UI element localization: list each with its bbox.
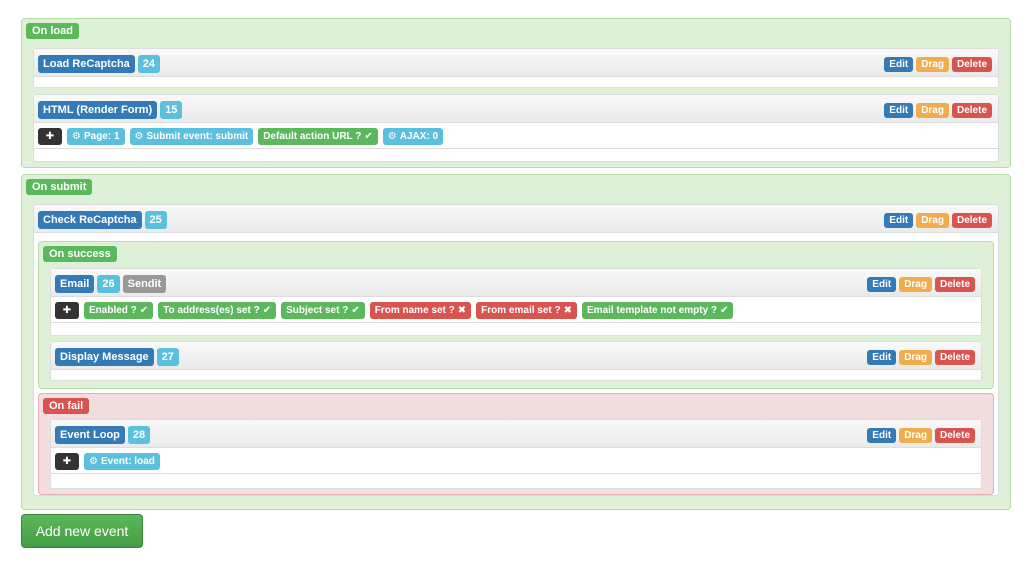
puzzle-piece-icon[interactable]: ✚ xyxy=(55,453,79,470)
puzzle-piece-icon[interactable]: ✚ xyxy=(38,128,62,145)
action-title[interactable]: Event Loop xyxy=(55,426,125,444)
tag-event: ⚙Event: load xyxy=(84,453,160,470)
edit-button[interactable]: Edit xyxy=(867,428,897,443)
action-load-recaptcha: Load ReCaptcha 24 Edit Drag Delete xyxy=(33,48,999,88)
action-check-recaptcha: Check ReCaptcha 25 Edit Drag Delete On s… xyxy=(33,204,999,496)
edit-button[interactable]: Edit xyxy=(884,57,914,72)
action-id-badge: 28 xyxy=(127,426,151,444)
check-icon: ✔ xyxy=(351,304,360,316)
action-html-render-form: HTML (Render Form) 15 Edit Drag Delete ✚… xyxy=(33,94,999,162)
tag-ajax: ⚙AJAX: 0 xyxy=(382,128,444,145)
action-event-loop: Event Loop 28 Edit Drag Delete ✚ ⚙Event:… xyxy=(50,419,982,489)
action-header: Load ReCaptcha 24 Edit Drag Delete xyxy=(34,49,998,77)
delete-button[interactable]: Delete xyxy=(934,428,975,443)
action-id-badge: 15 xyxy=(160,101,183,119)
action-id-badge: 27 xyxy=(156,348,179,366)
tag-submit-event: ⚙Submit event: submit xyxy=(129,128,254,145)
edit-button[interactable]: Edit xyxy=(884,213,914,228)
event-label-on-success: On success xyxy=(43,246,117,262)
action-title[interactable]: HTML (Render Form) xyxy=(38,101,158,119)
action-id-badge: 24 xyxy=(137,55,161,73)
action-title[interactable]: Load ReCaptcha xyxy=(38,55,135,73)
gear-icon: ⚙ xyxy=(134,130,144,142)
edit-button[interactable]: Edit xyxy=(867,277,897,292)
tag-enabled: Enabled ?✔ xyxy=(84,302,154,319)
drag-button[interactable]: Drag xyxy=(916,213,949,228)
puzzle-piece-icon[interactable]: ✚ xyxy=(55,302,79,319)
event-on-success: On success Email 26 Sendit Edit Drag Del… xyxy=(38,241,994,389)
action-body: ✚ Enabled ?✔ To address(es) set ?✔ Subje… xyxy=(51,297,981,323)
delete-button[interactable]: Delete xyxy=(934,350,975,365)
gear-icon: ⚙ xyxy=(387,130,397,142)
action-id-badge: 26 xyxy=(97,275,120,293)
tag-subject: Subject set ?✔ xyxy=(281,302,365,319)
drag-button[interactable]: Drag xyxy=(899,350,932,365)
action-header: Email 26 Sendit Edit Drag Delete xyxy=(51,269,981,297)
event-label-on-submit: On submit xyxy=(26,179,93,195)
gear-icon: ⚙ xyxy=(89,455,98,467)
check-icon: ✔ xyxy=(720,304,729,316)
action-header: Check ReCaptcha 25 Edit Drag Delete xyxy=(34,205,998,233)
action-header: HTML (Render Form) 15 Edit Drag Delete xyxy=(34,95,998,123)
check-icon: ✔ xyxy=(139,304,149,316)
tag-from-email: From email set ?✖ xyxy=(476,302,578,319)
tag-from-name: From name set ?✖ xyxy=(369,302,472,319)
event-on-load: On load Load ReCaptcha 24 Edit Drag Dele… xyxy=(21,18,1011,168)
action-id-badge: 25 xyxy=(144,211,167,229)
action-body: ✚ ⚙Event: load xyxy=(51,448,981,474)
drag-button[interactable]: Drag xyxy=(916,57,949,72)
tag-default-action-url: Default action URL ?✔ xyxy=(258,128,378,145)
times-icon: ✖ xyxy=(563,304,573,316)
drag-button[interactable]: Drag xyxy=(916,103,949,118)
gear-icon: ⚙ xyxy=(72,130,81,142)
event-on-submit: On submit Check ReCaptcha 25 Edit Drag D… xyxy=(21,174,1011,510)
edit-button[interactable]: Edit xyxy=(884,103,914,118)
delete-button[interactable]: Delete xyxy=(934,277,975,292)
action-title[interactable]: Check ReCaptcha xyxy=(38,211,142,229)
drag-button[interactable]: Drag xyxy=(899,428,932,443)
action-title[interactable]: Email xyxy=(55,275,95,293)
tag-email-template: Email template not empty ?✔ xyxy=(582,302,734,319)
drag-button[interactable]: Drag xyxy=(899,277,932,292)
add-new-event-button[interactable]: Add new event xyxy=(21,514,143,548)
event-on-fail: On fail Event Loop 28 Edit Drag Delete xyxy=(38,393,994,495)
tag-to-address: To address(es) set ?✔ xyxy=(158,302,277,319)
action-title[interactable]: Display Message xyxy=(55,348,154,366)
action-header: Display Message 27 Edit Drag Delete xyxy=(51,342,981,370)
action-display-message: Display Message 27 Edit Drag Delete xyxy=(50,341,982,381)
check-icon: ✔ xyxy=(262,304,272,316)
event-label-on-load: On load xyxy=(26,23,79,39)
times-icon: ✖ xyxy=(457,304,467,316)
event-label-on-fail: On fail xyxy=(43,398,90,414)
edit-button[interactable]: Edit xyxy=(867,350,897,365)
action-email: Email 26 Sendit Edit Drag Delete ✚ Enabl… xyxy=(50,268,982,336)
action-header: Event Loop 28 Edit Drag Delete xyxy=(51,420,981,448)
delete-button[interactable]: Delete xyxy=(951,57,992,72)
delete-button[interactable]: Delete xyxy=(951,213,992,228)
tag-page: ⚙Page: 1 xyxy=(67,128,125,145)
delete-button[interactable]: Delete xyxy=(951,103,992,118)
check-icon: ✔ xyxy=(364,130,373,142)
action-extra-badge: Sendit xyxy=(122,275,167,293)
action-body: ✚ ⚙Page: 1 ⚙Submit event: submit Default… xyxy=(34,123,998,149)
